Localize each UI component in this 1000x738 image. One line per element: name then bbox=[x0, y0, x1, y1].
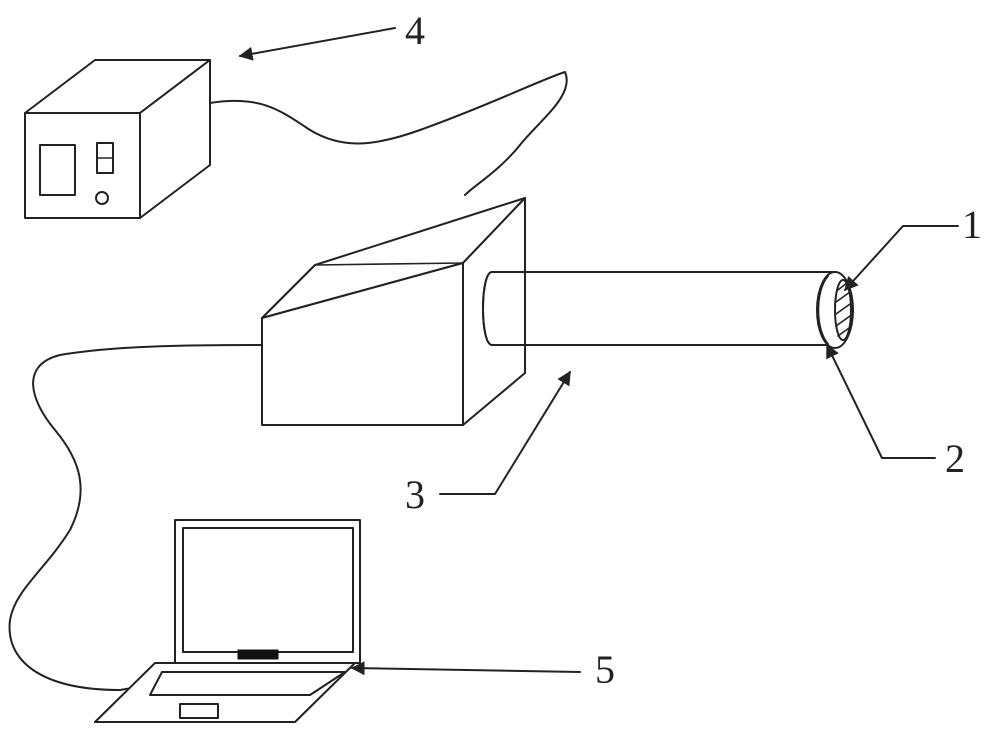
label-2: 2 bbox=[945, 436, 965, 481]
controller-display bbox=[39, 144, 76, 196]
leader-1 bbox=[844, 225, 959, 292]
leader-4 bbox=[238, 27, 396, 61]
leader-5 bbox=[350, 661, 581, 676]
cable-controller-to-detector bbox=[209, 71, 568, 196]
laptop-webcam bbox=[237, 649, 279, 660]
laptop bbox=[94, 519, 361, 723]
label-5: 5 bbox=[595, 647, 615, 692]
label-4: 4 bbox=[405, 8, 425, 53]
leader-3 bbox=[439, 370, 571, 495]
leader-2 bbox=[826, 343, 936, 459]
controller-knob bbox=[95, 191, 109, 205]
cable-detector-to-laptop bbox=[8, 344, 263, 691]
laptop-screen bbox=[182, 527, 354, 653]
label-1: 1 bbox=[962, 202, 982, 247]
probe-tube bbox=[482, 271, 836, 346]
laptop-touchpad bbox=[179, 703, 219, 719]
sensing-element bbox=[834, 279, 852, 341]
label-3: 3 bbox=[405, 472, 425, 517]
controller-box bbox=[24, 59, 211, 219]
